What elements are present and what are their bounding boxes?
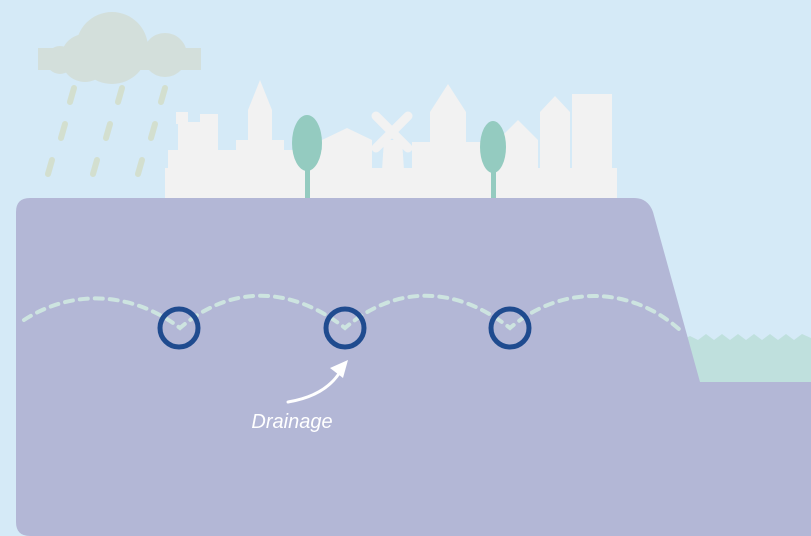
drainage-label: Drainage: [251, 411, 332, 433]
water-body: [682, 334, 811, 384]
